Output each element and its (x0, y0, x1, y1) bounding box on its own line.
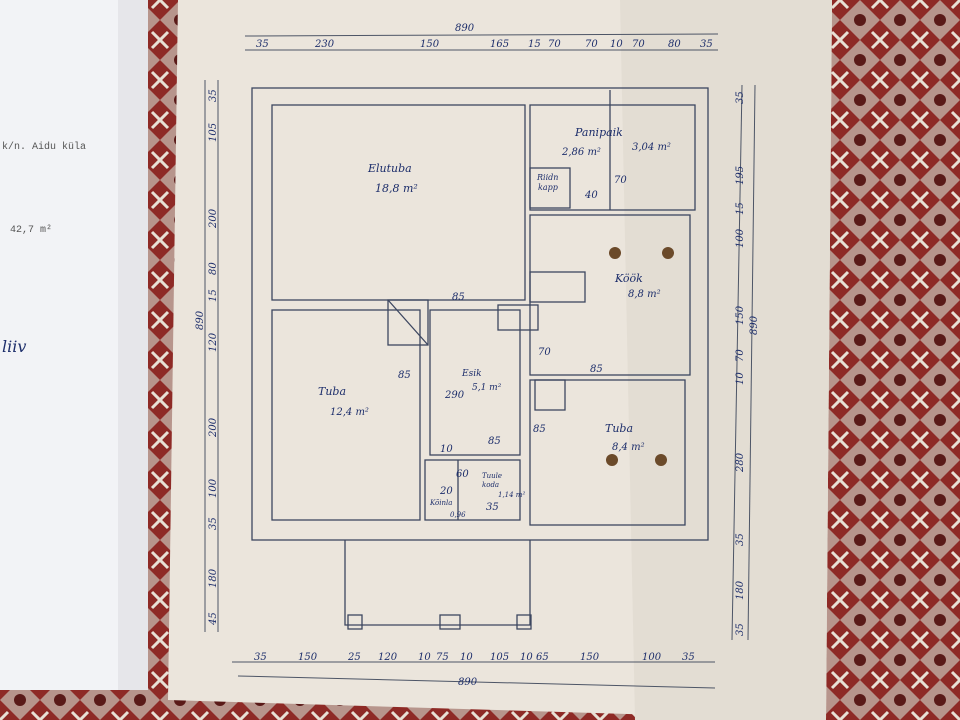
holes (606, 247, 674, 466)
room-right (529, 379, 686, 526)
dim-inner-label: 10 (440, 444, 453, 455)
dim-right-label: 280 (735, 452, 746, 473)
dim-right-label: 15 (735, 202, 746, 215)
dim-bottom-label: 10 (418, 652, 431, 663)
dim-right-total: 890 (749, 315, 760, 335)
room-pantry (529, 104, 696, 211)
dimension-lines (204, 33, 756, 689)
dim-inner-label: 290 (444, 390, 465, 401)
dim-top-label: 70 (548, 39, 561, 50)
dim-bottom-label: 100 (642, 652, 662, 663)
dim-top-label: 150 (420, 39, 440, 50)
dim-bottom-label: 65 (536, 652, 549, 663)
dim-inner-label: 85 (398, 370, 411, 381)
dim-inner-label: 70 (614, 175, 627, 186)
dim-top-label: 230 (314, 39, 335, 50)
dim-right-label: 35 (735, 623, 746, 636)
dim-inner-label: 85 (452, 292, 465, 303)
wardrobe (529, 167, 571, 209)
dim-inner-label: 85 (488, 436, 501, 447)
dim-inner-label: 40 (584, 190, 598, 201)
dim-top-label: 80 (668, 39, 681, 50)
dim-right-label: 150 (735, 305, 746, 325)
dim-right-label: 35 (735, 533, 746, 546)
stove (529, 271, 586, 303)
living-room-area: 18,8 m² (375, 182, 418, 195)
dim-bottom-total: 890 (458, 677, 478, 688)
hall-area: 5,1 m² (472, 383, 502, 393)
dim-top-label: 10 (610, 39, 623, 50)
vestibule-area: 1,14 m² (498, 491, 525, 499)
dim-left-label: 120 (208, 332, 219, 352)
hall-name: Esik (461, 369, 482, 379)
dim-left-label: 15 (208, 289, 219, 302)
wardrobe-label-2: kapp (538, 183, 558, 192)
vestibule-label-2: koda (482, 481, 499, 489)
dim-inner-label: 85 (533, 424, 546, 435)
dim-right-label: 180 (735, 580, 746, 600)
doc-line-2: 42,7 m² (10, 225, 52, 236)
dim-right-label: 10 (735, 372, 746, 385)
closet-name: Kõinla (429, 499, 452, 507)
left-room-area: 12,4 m² (330, 407, 369, 418)
dim-left-label: 180 (208, 568, 219, 588)
dim-inner-label: 60 (456, 469, 469, 480)
dim-top-label: 70 (632, 39, 645, 50)
room-hall (429, 309, 521, 456)
left-room-name: Tuba (318, 385, 346, 398)
dim-bottom-label: 10 (520, 652, 533, 663)
dim-left-total: 890 (195, 310, 206, 330)
dim-right-label: 195 (735, 166, 746, 185)
kitchen-area: 8,8 m² (628, 289, 661, 300)
dimension-labels: 35 230 150 165 15 70 70 10 70 80 35 890 35 150 25 120 10… (195, 23, 760, 688)
dim-inner-label: 85 (590, 364, 603, 375)
dim-right-label: 35 (735, 91, 746, 104)
vestibule-label-1: Tuule (482, 472, 502, 480)
dim-left-label: 100 (208, 478, 219, 498)
living-room-name: Elutuba (367, 162, 412, 175)
dim-bottom-label: 25 (347, 652, 361, 663)
dim-bottom-label: 150 (580, 652, 600, 663)
dim-top-label: 15 (528, 39, 541, 50)
dim-left-label: 45 (208, 612, 219, 626)
closet-area: 0,96 (450, 511, 466, 519)
doc-signature: liiv (2, 337, 26, 356)
dim-bottom-label: 150 (298, 652, 318, 663)
doc-line-1: k/n. Aidu küla (2, 141, 86, 153)
dim-bottom-label: 10 (460, 652, 473, 663)
dim-bottom-label: 75 (436, 652, 449, 663)
dim-left-label: 105 (208, 123, 219, 142)
dim-bottom-label: 120 (378, 652, 398, 663)
wardrobe-label-1: Riidn (536, 173, 558, 182)
dim-bottom-label: 105 (490, 652, 509, 663)
dim-bottom-label: 35 (682, 652, 695, 663)
dim-left-label: 80 (208, 262, 219, 275)
right-room-name: Tuba (605, 422, 633, 435)
dim-top-label: 35 (256, 39, 269, 50)
pantry-area-right: 3,04 m² (632, 142, 671, 153)
dim-right-label: 100 (735, 228, 746, 248)
dim-left-label: 35 (208, 517, 219, 530)
dim-inner-label: 20 (439, 486, 453, 497)
dim-top-label: 165 (490, 39, 509, 50)
pantry-area-left: 2,86 m² (561, 147, 601, 158)
dim-top-label: 70 (585, 39, 598, 50)
right-room-area: 8,4 m² (612, 442, 645, 453)
dim-inner-label: 35 (486, 502, 499, 513)
dim-inner-label: 70 (538, 347, 551, 358)
room-vestibule (424, 459, 521, 521)
dim-bottom-label: 35 (254, 652, 267, 663)
walls (251, 87, 709, 630)
dim-right-label: 70 (735, 349, 746, 362)
pantry-name: Panipaik (574, 126, 623, 139)
dim-top-label: 35 (700, 39, 713, 50)
dim-left-label: 200 (208, 417, 219, 438)
room-labels: Elutuba 18,8 m² Panipaik 2,86 m² 3,04 m²… (318, 126, 671, 519)
dim-left-label: 35 (208, 89, 219, 102)
dim-top-total: 890 (455, 23, 475, 34)
chimney (387, 299, 429, 346)
dim-left-label: 200 (208, 208, 219, 229)
kitchen-name: Köök (614, 272, 643, 285)
room-left (271, 309, 421, 521)
